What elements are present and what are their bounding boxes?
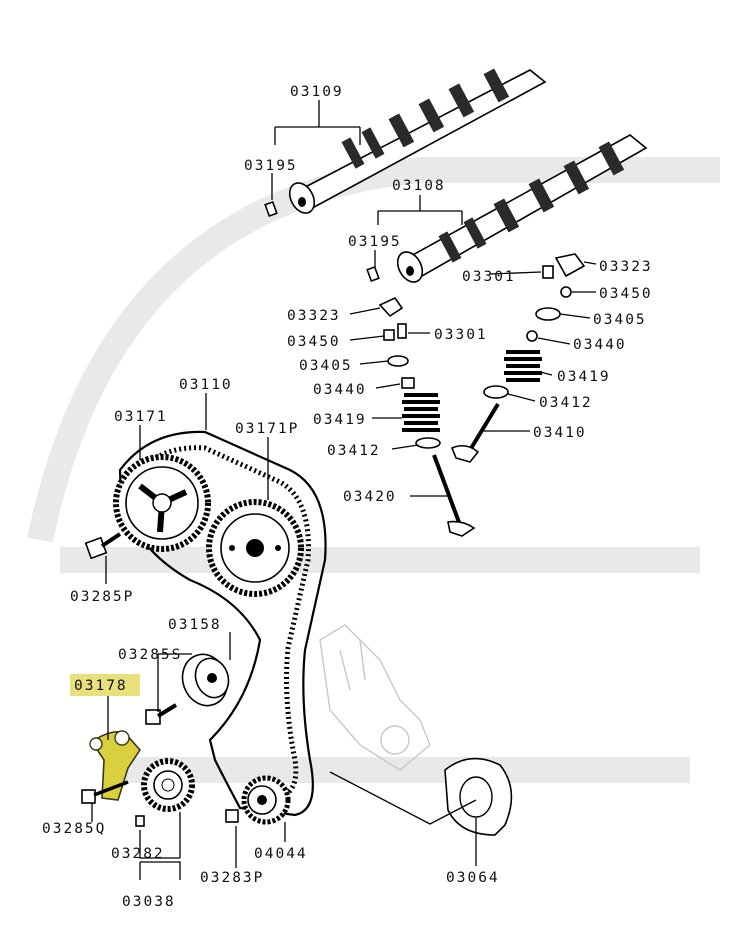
bolt-p[interactable] [84,532,122,560]
label-03450-right: 03450 [599,286,653,302]
label-03171P: 03171P [235,421,299,437]
bolt-p2[interactable] [225,809,239,823]
timing-belt[interactable] [118,430,327,817]
label-03440-right: 03440 [573,337,627,353]
bolt-q[interactable] [81,780,129,804]
label-03285S: 03285S [118,647,182,663]
camshaft-lower[interactable] [393,134,648,286]
idler-pulley[interactable] [175,648,234,712]
label-03195-left: 03195 [244,158,298,174]
label-03064: 03064 [446,870,500,886]
leader-lines [91,100,597,880]
label-03108: 03108 [392,178,446,194]
pin-right[interactable] [366,265,380,283]
label-03283P: 03283P [200,870,264,886]
label-03110: 03110 [179,377,233,393]
pin-left[interactable] [264,200,278,218]
valve-train-left[interactable] [378,296,476,537]
highlight-box [70,674,140,696]
label-03158: 03158 [168,617,222,633]
label-03301-left: 03301 [434,327,488,343]
crank-plate[interactable] [444,757,513,836]
label-03109: 03109 [290,84,344,100]
key[interactable] [135,815,145,827]
label-03178: 03178 [74,678,128,694]
label-03323-left: 03323 [287,308,341,324]
crank-sprocket[interactable] [141,758,195,812]
label-03285Q: 03285Q [42,821,106,837]
tensioner-arm[interactable] [89,730,142,801]
engine-ghost-sketch [319,624,431,771]
cam-sprocket-right[interactable] [206,499,304,597]
label-03282: 03282 [111,846,165,862]
label-03171: 03171 [114,409,168,425]
bolt-s[interactable] [145,703,178,725]
label-03420: 03420 [343,489,397,505]
label-03195-right: 03195 [348,234,402,250]
label-03410: 03410 [533,425,587,441]
label-03405-left: 03405 [299,358,353,374]
label-03405-right: 03405 [593,312,647,328]
label-03285P: 03285P [70,589,134,605]
cam-sprocket-left[interactable] [113,454,211,552]
label-03038: 03038 [122,894,176,910]
label-03412-right: 03412 [539,395,593,411]
label-03323-right: 03323 [599,259,653,275]
label-03412-left: 03412 [327,443,381,459]
label-03450-left: 03450 [287,334,341,350]
camshaft-upper[interactable] [285,68,547,217]
part-labels: 03109 03195 03108 03195 03301 03323 0345… [42,84,653,910]
tensioner-pulley[interactable] [241,775,291,825]
label-04044: 04044 [254,846,308,862]
label-03419-right: 03419 [557,369,611,385]
valve-train-right[interactable] [450,253,586,463]
label-03440-left: 03440 [313,382,367,398]
label-03301-right: 03301 [462,269,516,285]
label-03419-left: 03419 [313,412,367,428]
